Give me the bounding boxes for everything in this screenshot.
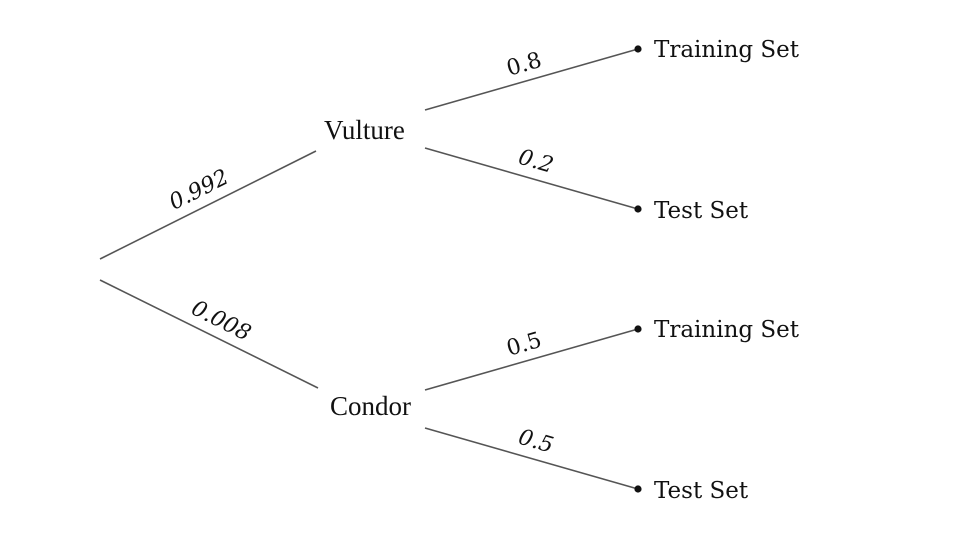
leaf-dot-vulture-test [634, 205, 642, 213]
prob-label-vulture-training: 0.8 [504, 48, 545, 82]
node-label-vulture: Vulture [324, 115, 405, 145]
node-label-condor: Condor [330, 391, 411, 421]
edge-root-to-condor [99, 279, 319, 389]
prob-label-condor-test: 0.5 [516, 425, 557, 459]
edge-vulture-to-training [424, 48, 639, 111]
prob-label-condor: 0.008 [187, 296, 255, 347]
prob-label-vulture: 0.992 [165, 165, 233, 216]
edge-root-to-vulture [99, 150, 317, 260]
edge-condor-to-test [424, 427, 639, 490]
leaf-label-vulture-test: Test Set [654, 198, 749, 224]
leaf-label-condor-training: Training Set [654, 317, 800, 343]
edge-condor-to-training [424, 328, 639, 391]
prob-label-vulture-test: 0.2 [516, 145, 557, 179]
leaf-label-condor-test: Test Set [654, 478, 749, 504]
leaf-dot-vulture-training [634, 45, 642, 53]
prob-label-condor-training: 0.5 [504, 328, 545, 362]
edge-vulture-to-test [424, 147, 639, 210]
leaf-dot-condor-test [634, 485, 642, 493]
leaf-label-vulture-training: Training Set [654, 37, 800, 63]
leaf-dot-condor-training [634, 325, 642, 333]
